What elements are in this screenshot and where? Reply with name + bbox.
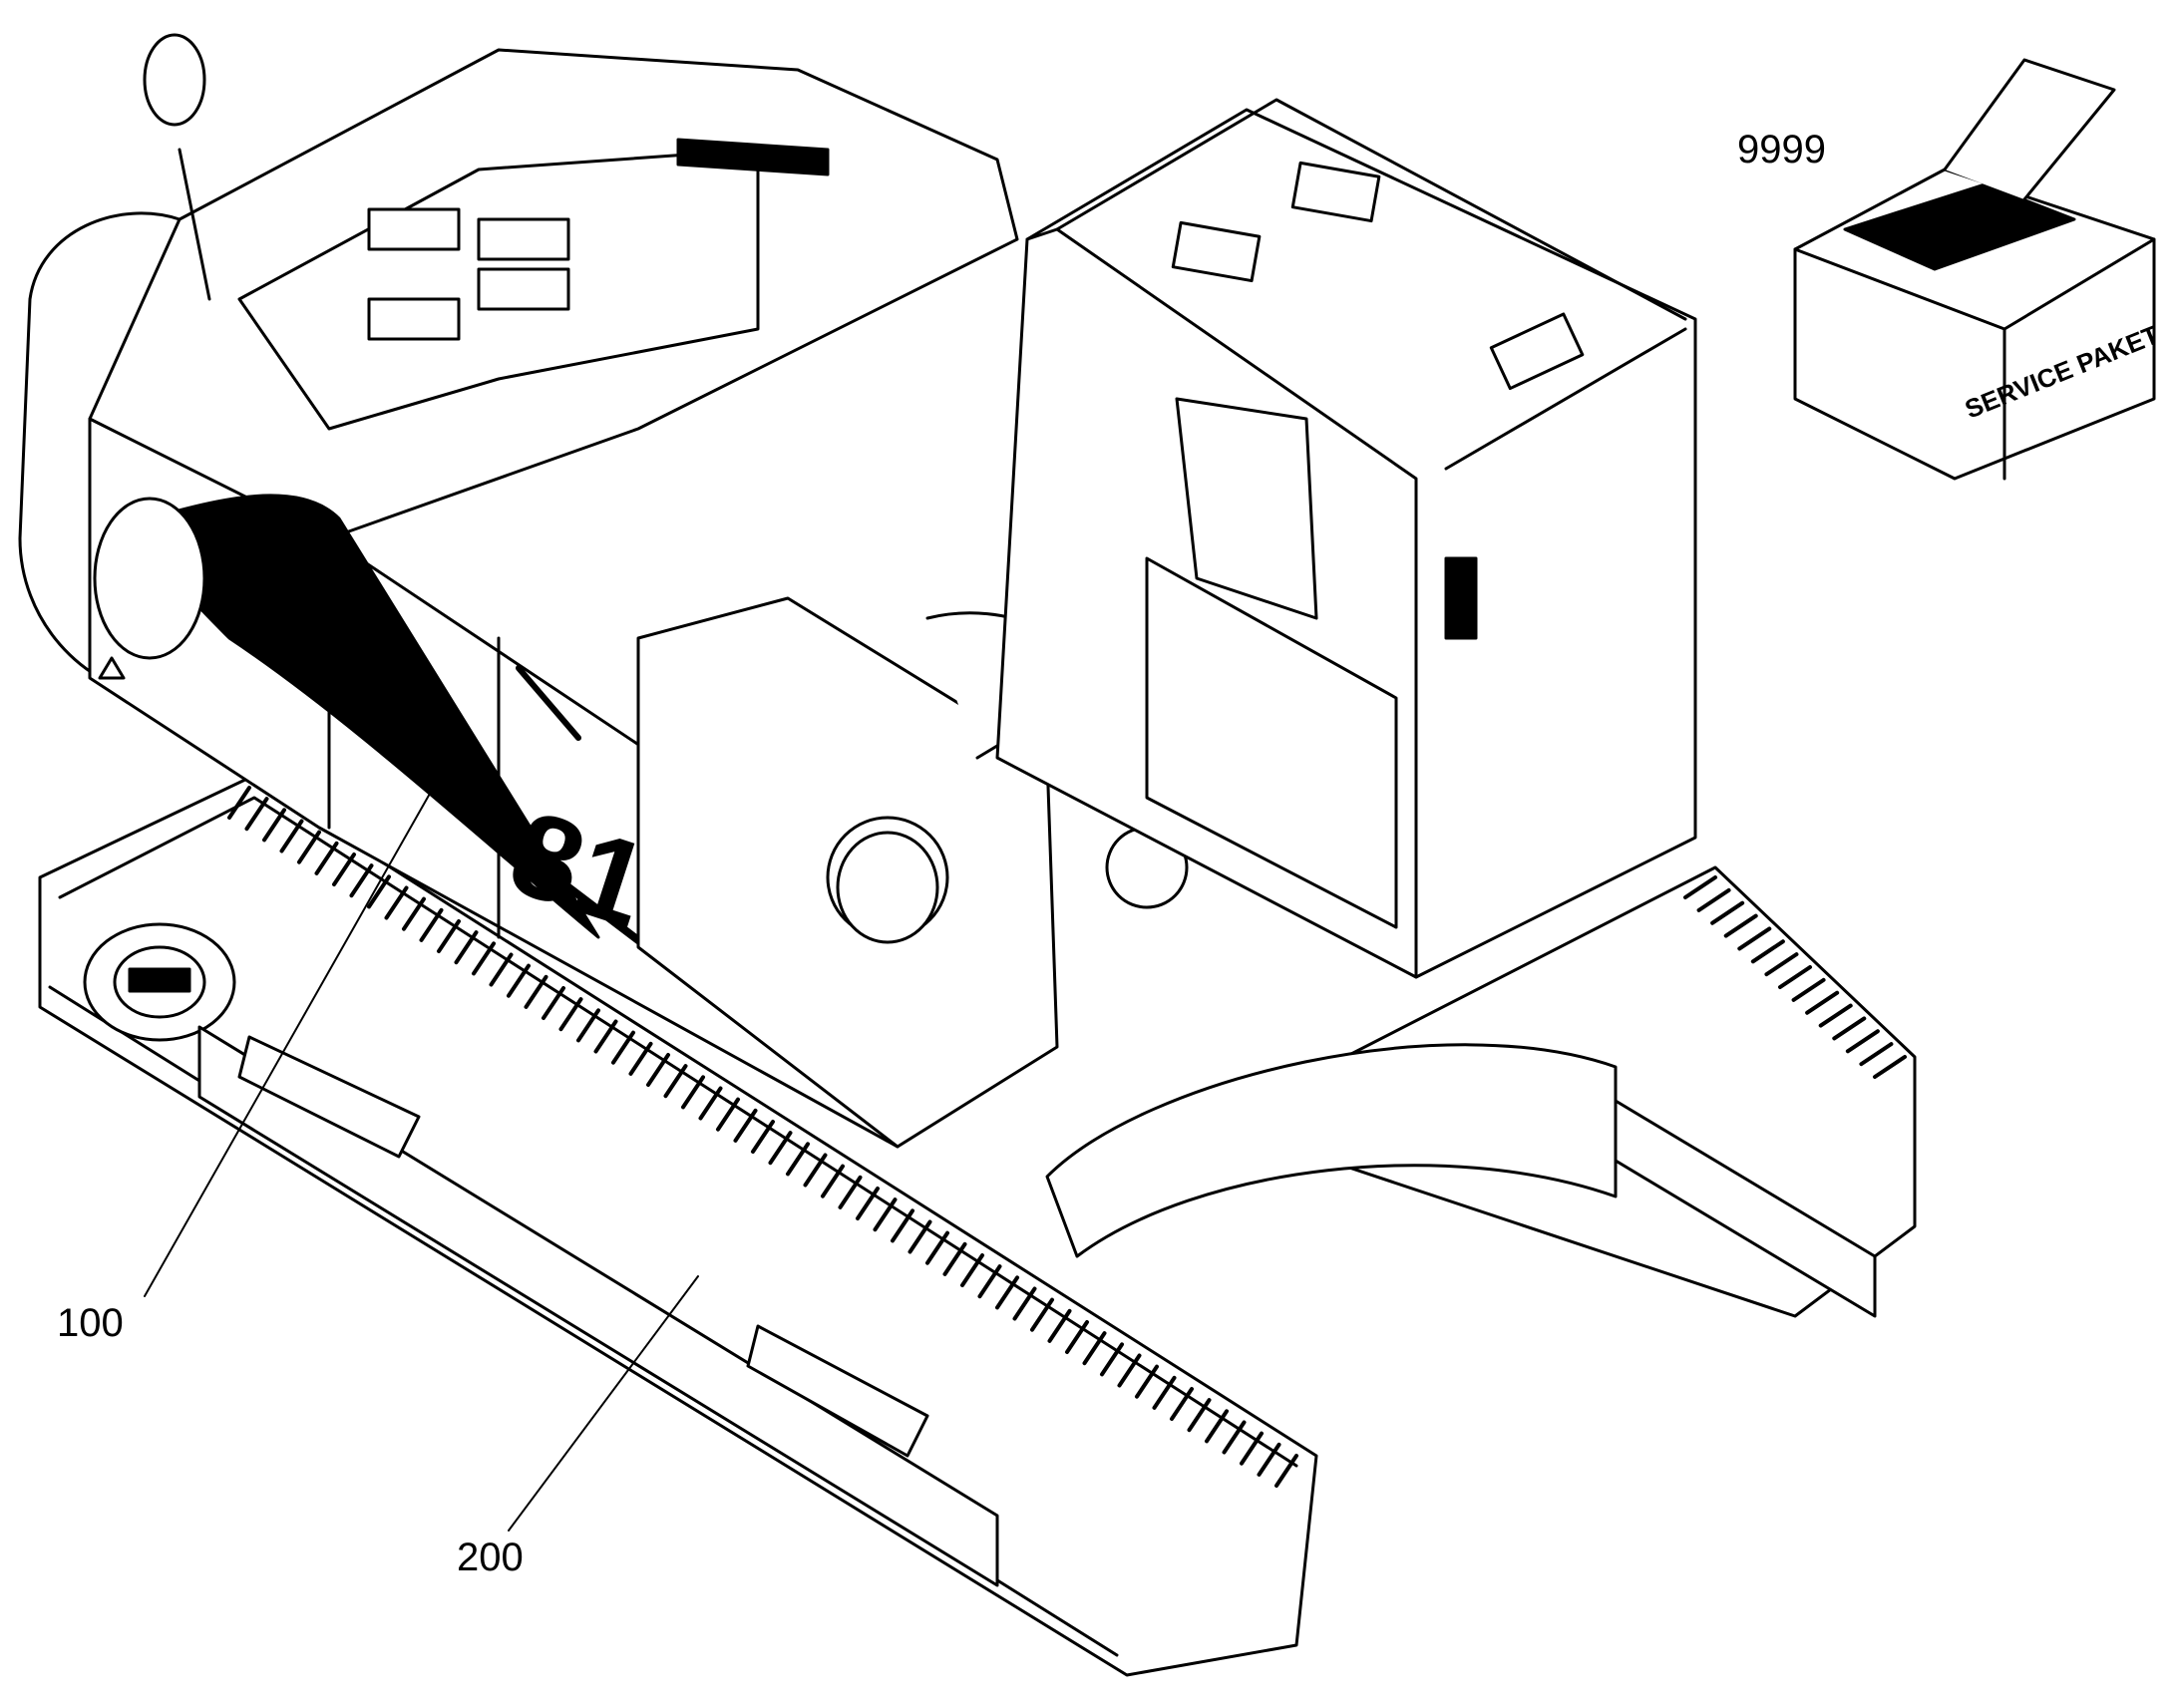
- track-shoe: [1065, 1320, 1089, 1354]
- track-shoe: [314, 841, 339, 875]
- track-shoe: [1274, 1454, 1298, 1488]
- track-shoe: [576, 1008, 600, 1043]
- track-shoe: [995, 1275, 1019, 1310]
- track-shoe: [856, 1187, 880, 1220]
- track-shoe: [1100, 1342, 1124, 1377]
- track-shoe: [1750, 939, 1785, 964]
- track-shoe: [716, 1097, 740, 1132]
- track-shoe: [279, 819, 304, 854]
- track-shoe: [891, 1208, 914, 1243]
- track-shoe: [524, 974, 548, 1009]
- track-shoe: [297, 830, 321, 864]
- track-shoe: [611, 1030, 635, 1065]
- track-shoe: [1117, 1353, 1142, 1388]
- track-shoe: [1222, 1420, 1247, 1455]
- track-shoe: [1152, 1375, 1177, 1410]
- track-shoe: [472, 941, 496, 976]
- track-shoe: [1135, 1364, 1159, 1399]
- callout-100: 100: [57, 1301, 124, 1345]
- mirror-front: [836, 831, 939, 944]
- track-shoe: [646, 1053, 670, 1087]
- track-shoe: [1778, 965, 1812, 989]
- track-shoe: [681, 1075, 705, 1110]
- track-shoe: [821, 1164, 845, 1198]
- track-shoe: [1859, 1042, 1894, 1067]
- track-shoe: [1723, 913, 1758, 938]
- left-track-shoes: [227, 786, 1298, 1488]
- track-shoe: [542, 986, 565, 1020]
- leader-line-100: [144, 777, 440, 1297]
- track-shoe: [1047, 1308, 1072, 1343]
- track-shoe: [227, 786, 251, 820]
- track-shoe: [349, 863, 374, 898]
- track-shoe: [768, 1131, 793, 1166]
- track-shoe: [698, 1086, 723, 1121]
- track-shoe: [960, 1253, 984, 1287]
- track-shoe: [1845, 1029, 1880, 1054]
- track-shoe: [1791, 977, 1826, 1002]
- track-shoe: [332, 853, 356, 886]
- track-shoe: [1832, 1016, 1867, 1041]
- track-shoe: [1873, 1055, 1907, 1079]
- left-track: [38, 776, 1318, 1677]
- mirror-left: [143, 33, 211, 301]
- track-shoe: [1187, 1398, 1212, 1433]
- track-shoe: [1257, 1442, 1281, 1477]
- track-shoe: [663, 1064, 688, 1099]
- callout-9999: 9999: [1737, 128, 1826, 171]
- drive-sprocket: [83, 922, 236, 1042]
- track-shoe: [1082, 1331, 1107, 1366]
- track-shoe: [437, 919, 461, 953]
- track-shoe: [593, 1019, 618, 1054]
- track-shoe: [489, 952, 514, 987]
- track-shoe: [925, 1230, 949, 1265]
- track-shoe: [786, 1142, 810, 1177]
- callout-200: 200: [457, 1536, 524, 1579]
- track-shoe: [908, 1219, 932, 1254]
- warning-triangle-icon: [98, 656, 126, 680]
- service-package-box: SERVICE PAKET: [1793, 58, 2163, 481]
- track-shoe: [803, 1153, 828, 1188]
- track-shoe: [1696, 887, 1731, 912]
- track-shoe: [419, 907, 444, 942]
- track-shoe: [262, 808, 286, 843]
- track-shoe: [873, 1197, 898, 1232]
- track-shoe: [507, 963, 531, 998]
- track-shoe: [402, 896, 426, 931]
- track-shoe: [733, 1108, 758, 1143]
- track-shoe: [1683, 875, 1717, 899]
- track-shoe: [1818, 1003, 1853, 1028]
- leader-line-200: [508, 1275, 699, 1532]
- operator-cab: [995, 98, 1697, 979]
- track-shoe: [454, 930, 479, 965]
- track-shoe: [838, 1175, 863, 1209]
- track-shoe: [628, 1041, 653, 1076]
- track-shoe: [1710, 900, 1745, 925]
- car-body: [1045, 1043, 1618, 1258]
- leader-lines: [144, 777, 699, 1532]
- track-shoe: [1170, 1387, 1194, 1421]
- track-shoe: [1030, 1297, 1054, 1332]
- track-shoe: [751, 1120, 775, 1154]
- track-shoe: [977, 1264, 1002, 1299]
- track-shoe: [1737, 926, 1772, 951]
- track-shoe: [1012, 1286, 1037, 1321]
- track-shoe: [1764, 952, 1799, 977]
- track-shoe: [558, 997, 583, 1032]
- right-track-shoes: [1683, 875, 1907, 1079]
- track-shoe: [1240, 1431, 1264, 1466]
- track-shoe: [244, 797, 269, 832]
- track-shoe: [367, 874, 391, 909]
- track-shoe: [1205, 1409, 1229, 1444]
- track-shoe: [1805, 990, 1840, 1015]
- track-shoe: [942, 1241, 967, 1276]
- track-shoe: [384, 885, 409, 920]
